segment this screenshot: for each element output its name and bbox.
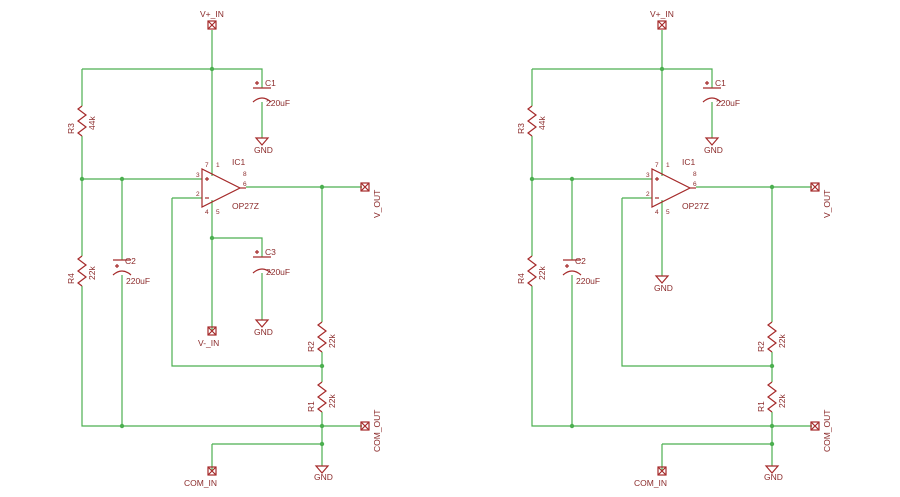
right-comout-label: COM_OUT (822, 410, 832, 453)
right-comin-pad: COM_IN (634, 466, 667, 488)
left-ic-pin6: 6 (243, 181, 247, 188)
right-r4-value: 22k (537, 266, 547, 280)
right-ic-pin3: 3 (646, 172, 650, 179)
left-capacitor-c2: C2 220uF (112, 256, 150, 286)
right-capacitor-c1: C1 220uF (702, 78, 740, 108)
left-c3-value: 220uF (266, 267, 290, 277)
left-ic-pin3: 3 (196, 172, 200, 179)
right-vplus-pad: V+_IN (650, 9, 674, 30)
left-ic-pin1: 1 (216, 162, 220, 169)
right-ic-pin5: 5 (666, 209, 670, 216)
left-vplus-label: V+_IN (200, 9, 224, 19)
left-r4-value: 22k (87, 266, 97, 280)
right-junctions (529, 66, 775, 447)
right-ic-value: OP27Z (682, 201, 709, 211)
right-gnd-label-2: GND (654, 283, 673, 293)
right-r3-name: R3 (516, 123, 526, 134)
left-r1-name: R1 (306, 401, 316, 412)
right-ic-pin6: 6 (693, 181, 697, 188)
right-c2-name: C2 (575, 256, 586, 266)
left-r3-value: 44k (87, 116, 97, 130)
right-opamp: 7 1 3 2 4 5 8 6 IC1 OP27Z (646, 157, 709, 216)
right-r4-name: R4 (516, 273, 526, 284)
right-r2-name: R2 (756, 341, 766, 352)
left-ic-value: OP27Z (232, 201, 259, 211)
left-c1-value: 220uF (266, 98, 290, 108)
left-ic-pin5: 5 (216, 209, 220, 216)
left-comout-pad: COM_OUT (360, 410, 382, 453)
left-junctions (79, 66, 325, 447)
right-vplus-label: V+_IN (650, 9, 674, 19)
right-gnd-c1: GND (704, 137, 723, 155)
right-comin-label: COM_IN (634, 478, 667, 488)
right-vout-label: V_OUT (822, 190, 832, 218)
right-gnd-opamp: GND (654, 275, 673, 293)
right-c2-value: 220uF (576, 276, 600, 286)
left-gnd-label-3: GND (314, 472, 333, 482)
left-r1-value: 22k (327, 394, 337, 408)
right-gnd-bottom: GND (764, 465, 783, 482)
left-c1-name: C1 (265, 78, 276, 88)
left-schematic: V+_IN V-_IN V_OUT COM_OUT COM_IN (66, 9, 382, 488)
right-vout-pad: V_OUT (810, 182, 832, 218)
left-opamp: 7 1 3 2 4 5 8 6 IC1 OP27Z (196, 157, 259, 216)
right-resistor-r1: R1 22k (756, 381, 787, 413)
right-ic-pin4: 4 (655, 209, 659, 216)
left-capacitor-c3: C3 220uF (252, 247, 290, 277)
right-c1-value: 220uF (716, 98, 740, 108)
left-resistor-r2: R2 22k (306, 321, 337, 353)
left-capacitor-c1: C1 220uF (252, 78, 290, 108)
left-vminus-pad: V-_IN (198, 326, 219, 348)
left-gnd-label-1: GND (254, 145, 273, 155)
right-ic-pin8: 8 (693, 171, 697, 178)
left-vout-label: V_OUT (372, 190, 382, 218)
left-comin-label: COM_IN (184, 478, 217, 488)
left-wires (81, 30, 362, 470)
right-r1-name: R1 (756, 401, 766, 412)
left-vplus-pad: V+_IN (200, 9, 224, 30)
left-gnd-bottom: GND (314, 465, 333, 482)
left-comin-pad: COM_IN (184, 466, 217, 488)
left-gnd-c3: GND (254, 319, 273, 337)
right-capacitor-c2: C2 220uF (562, 256, 600, 286)
right-ic-pin1: 1 (666, 162, 670, 169)
right-ic-pin7: 7 (655, 162, 659, 169)
left-ic-pin7: 7 (205, 162, 209, 169)
left-ic-pin8: 8 (243, 171, 247, 178)
right-resistor-r4: R4 22k (516, 255, 547, 287)
right-r2-value: 22k (777, 334, 787, 348)
left-gnd-c1: GND (254, 137, 273, 155)
left-r2-name: R2 (306, 341, 316, 352)
right-comout-pad: COM_OUT (810, 410, 832, 453)
left-r2-value: 22k (327, 334, 337, 348)
left-ic-pin2: 2 (196, 191, 200, 198)
left-c3-name: C3 (265, 247, 276, 257)
right-gnd-label-1: GND (704, 145, 723, 155)
right-schematic: V+_IN V_OUT COM_OUT COM_IN 7 1 3 2 4 (516, 9, 832, 488)
right-gnd-label-3: GND (764, 472, 783, 482)
right-ic-pin2: 2 (646, 191, 650, 198)
right-r1-value: 22k (777, 394, 787, 408)
left-vminus-label: V-_IN (198, 338, 219, 348)
right-c1-name: C1 (715, 78, 726, 88)
left-r4-name: R4 (66, 273, 76, 284)
right-ic-name: IC1 (682, 157, 696, 167)
left-resistor-r4: R4 22k (66, 255, 97, 287)
right-resistor-r2: R2 22k (756, 321, 787, 353)
left-ic-pin4: 4 (205, 209, 209, 216)
left-gnd-label-2: GND (254, 327, 273, 337)
left-r3-name: R3 (66, 123, 76, 134)
left-c2-value: 220uF (126, 276, 150, 286)
left-ic-name: IC1 (232, 157, 246, 167)
right-wires (531, 30, 812, 470)
right-resistor-r3: R3 44k (516, 105, 547, 137)
left-resistor-r3: R3 44k (66, 105, 97, 137)
left-c2-name: C2 (125, 256, 136, 266)
right-r3-value: 44k (537, 116, 547, 130)
left-comout-label: COM_OUT (372, 410, 382, 453)
left-vout-pad: V_OUT (360, 182, 382, 218)
left-resistor-r1: R1 22k (306, 381, 337, 413)
